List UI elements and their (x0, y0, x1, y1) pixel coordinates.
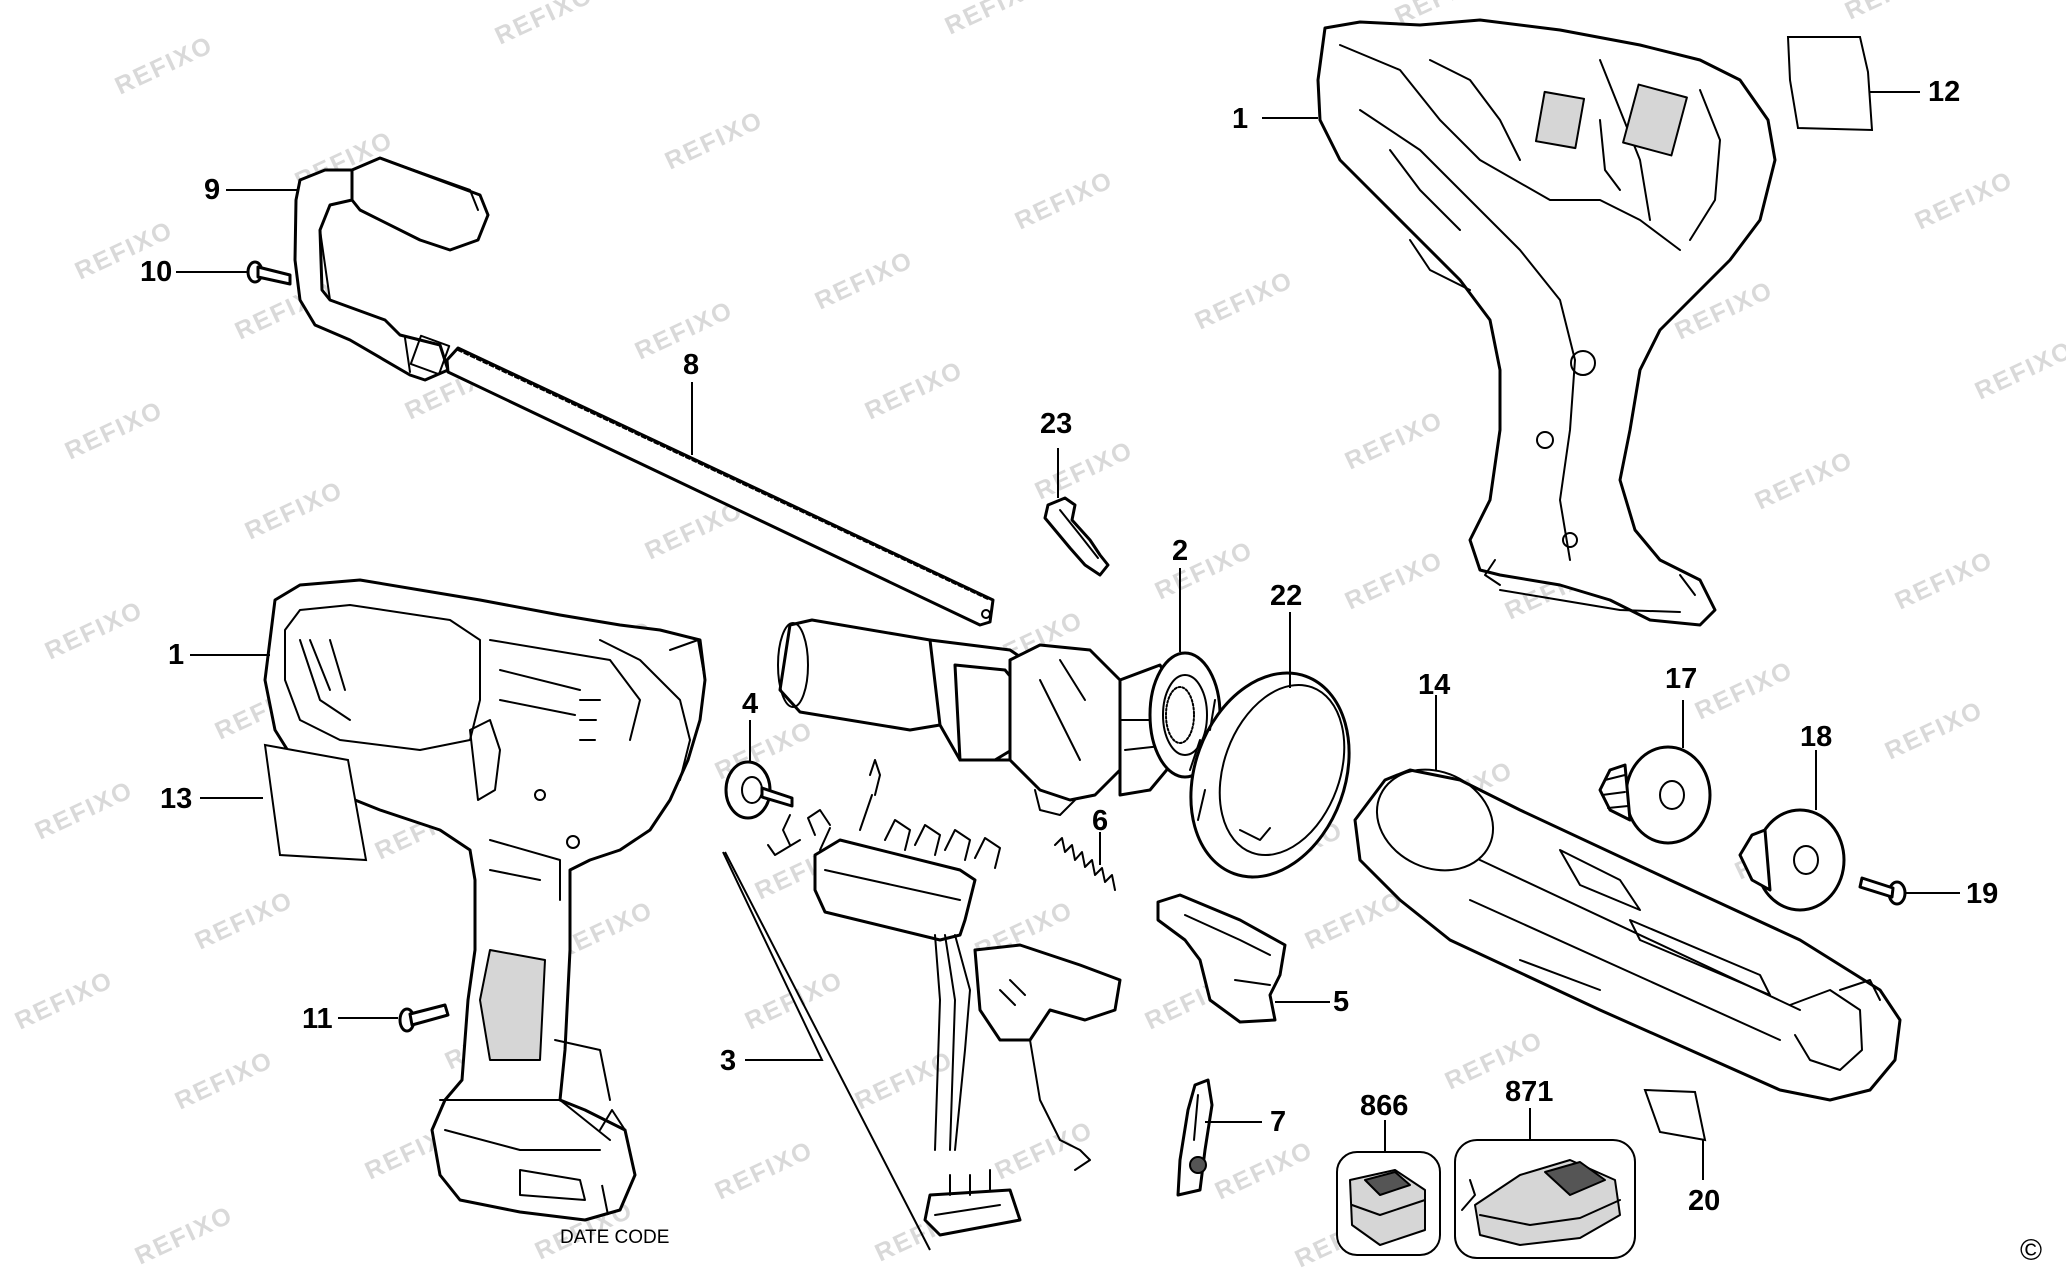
watermark-text: REFIXO (1691, 656, 1798, 726)
date-code-label: DATE CODE (560, 1227, 669, 1248)
callout-866: 866 (1360, 1090, 1408, 1122)
callout-3: 3 (720, 1045, 736, 1077)
watermark-text: REFIXO (1971, 336, 2066, 406)
callout-7: 7 (1270, 1106, 1286, 1138)
watermark-text: REFIXO (171, 1046, 278, 1116)
part-3-switch-wiring (767, 759, 1122, 1237)
watermark-text: REFIXO (851, 1046, 958, 1116)
watermark-text: REFIXO (941, 0, 1048, 40)
watermark-text: REFIXO (241, 476, 348, 546)
watermark-text: REFIXO (11, 966, 118, 1036)
part-10-screw (246, 260, 292, 286)
part-866-battery-pack (1336, 1151, 1441, 1256)
callout-17: 17 (1665, 663, 1697, 695)
watermark-text: REFIXO (31, 776, 138, 846)
callout-23: 23 (1040, 408, 1072, 440)
watermark-text: REFIXO (191, 886, 298, 956)
watermark-text: REFIXO (861, 356, 968, 426)
part-5-trigger (1156, 893, 1287, 1024)
watermark-text: REFIXO (131, 1201, 238, 1271)
part-871-charger (1454, 1139, 1636, 1259)
callout-5: 5 (1333, 986, 1349, 1018)
part-1-housing-left (263, 578, 707, 1222)
callout-871: 871 (1505, 1076, 1553, 1108)
callout-10: 10 (140, 256, 172, 288)
watermark-text: REFIXO (711, 1136, 818, 1206)
part-11-screw (398, 1003, 450, 1033)
watermark-text: REFIXO (661, 106, 768, 176)
part-20-label-sticker (1643, 1088, 1707, 1142)
callout-1-top: 1 (1232, 103, 1248, 135)
watermark-text: REFIXO (111, 31, 218, 101)
callout-4: 4 (742, 688, 758, 720)
watermark-text: REFIXO (1911, 166, 2018, 236)
watermark-text: REFIXO (61, 396, 168, 466)
watermark-text: REFIXO (1301, 886, 1408, 956)
callout-13: 13 (160, 783, 192, 815)
part-14-cartridge-barrel (1353, 768, 1902, 1102)
watermark-text: REFIXO (1751, 446, 1858, 516)
watermark-text: REFIXO (1841, 0, 1948, 25)
watermark-text: REFIXO (1891, 546, 1998, 616)
part-7-lock-plate (1176, 1078, 1214, 1197)
part-19-screw (1858, 876, 1907, 906)
callout-12: 12 (1928, 76, 1960, 108)
watermark-text: REFIXO (1341, 406, 1448, 476)
callout-11: 11 (302, 1003, 333, 1035)
part-18-washer (1738, 808, 1846, 912)
copyright-symbol: © (2020, 1234, 2042, 1267)
callout-numbers: 1 12 9 10 8 23 2 22 1 4 14 17 18 13 6 19… (140, 76, 2042, 1267)
part-17-end-cap (1598, 745, 1712, 845)
watermark-text: REFIXO (1211, 1136, 1318, 1206)
callout-1-left: 1 (168, 639, 184, 671)
callout-18: 18 (1800, 721, 1832, 753)
part-1-housing-right (1316, 18, 1777, 627)
part-23-clip (1043, 496, 1110, 577)
watermark-text: REFIXO (1191, 266, 1298, 336)
motor-gearbox-assembly (777, 618, 1222, 816)
part-13-label-sticker (263, 743, 368, 862)
callout-9: 9 (204, 174, 220, 206)
callout-20: 20 (1688, 1185, 1720, 1217)
watermark-text: REFIXO (491, 0, 598, 50)
part-9-yoke (293, 156, 490, 382)
part-4-gear (724, 760, 794, 820)
part-22-retaining-nut (1189, 671, 1351, 879)
callout-8: 8 (683, 349, 699, 381)
callout-2: 2 (1172, 535, 1188, 567)
watermark-text: REFIXO (1011, 166, 1118, 236)
part-6-spring (1054, 837, 1116, 891)
watermark-text: REFIXO (811, 246, 918, 316)
watermark-text: REFIXO (1151, 536, 1258, 606)
part-8-rack-bar (445, 346, 995, 627)
part-12-label-sticker (1786, 36, 1874, 132)
callout-22: 22 (1270, 580, 1302, 612)
callout-19: 19 (1966, 878, 1998, 910)
watermark-text: REFIXO (1341, 546, 1448, 616)
watermark-text: REFIXO (41, 596, 148, 666)
callout-6: 6 (1092, 805, 1108, 837)
watermark-text: REFIXO (1881, 696, 1988, 766)
callout-14: 14 (1418, 669, 1450, 701)
leader-lines (176, 91, 1960, 1251)
watermark-text: REFIXO (1031, 436, 1138, 506)
